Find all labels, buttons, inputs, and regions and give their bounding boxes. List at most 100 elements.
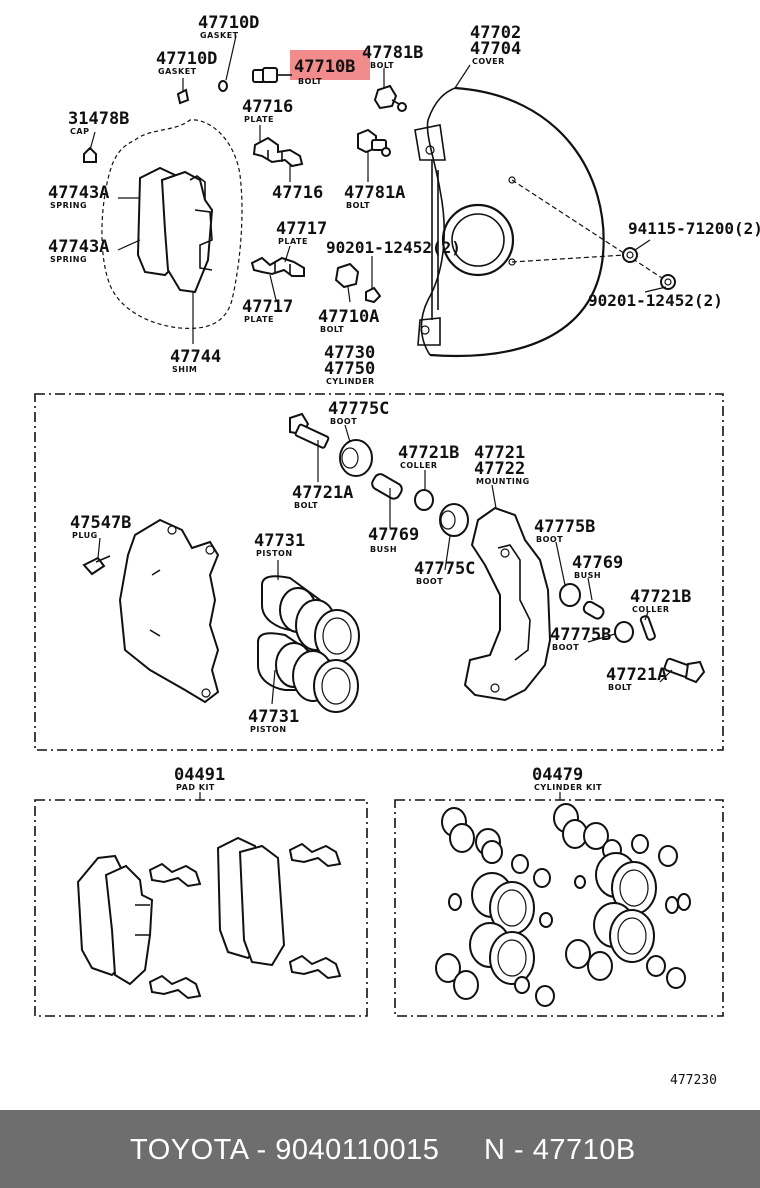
svg-text:47547B: 47547B — [70, 513, 131, 533]
label-47769-a: 47769 BUSH — [368, 525, 419, 554]
svg-text:47731: 47731 — [254, 531, 305, 551]
svg-text:47717: 47717 — [276, 219, 327, 239]
boot-47775c-b-part — [439, 503, 469, 537]
svg-text:47775C: 47775C — [328, 399, 389, 419]
svg-text:47775B: 47775B — [550, 625, 611, 645]
label-47781a: 47781A BOLT — [344, 183, 405, 210]
boot-47775c-a-part — [339, 439, 373, 477]
svg-text:47775B: 47775B — [534, 517, 595, 537]
svg-text:47722: 47722 — [474, 459, 525, 479]
svg-text:90201-12452(2): 90201-12452(2) — [326, 238, 461, 257]
label-47731-b: 47731 PISTON — [248, 707, 299, 734]
label-47775b-a: 47775B BOOT — [534, 517, 595, 544]
svg-text:BOLT: BOLT — [294, 501, 318, 510]
washer-90201-part — [622, 247, 638, 263]
svg-text:47781A: 47781A — [344, 183, 405, 203]
svg-text:PLATE: PLATE — [244, 115, 274, 124]
label-47730: 47730 47750 CYLINDER — [324, 343, 375, 386]
bolt-47781b-part — [373, 84, 407, 112]
svg-text:47710A: 47710A — [318, 307, 379, 327]
svg-text:94115-71200(2): 94115-71200(2) — [628, 219, 760, 238]
svg-text:47704: 47704 — [470, 39, 521, 59]
label-04491: 04491 PAD KIT — [174, 765, 225, 792]
svg-text:47731: 47731 — [248, 707, 299, 727]
dust-cover-part — [414, 86, 666, 357]
label-47716-b: 47716 — [272, 183, 323, 203]
bush-47769-b-part — [582, 600, 605, 620]
svg-text:BUSH: BUSH — [370, 545, 397, 554]
svg-text:SPRING: SPRING — [50, 201, 87, 210]
svg-text:CYLINDER: CYLINDER — [326, 377, 375, 386]
coller-47721b-b-part — [639, 615, 656, 641]
svg-text:CYLINDER KIT: CYLINDER KIT — [534, 783, 602, 792]
svg-text:BOLT: BOLT — [346, 201, 370, 210]
svg-text:47710B: 47710B — [294, 57, 355, 77]
svg-text:47769: 47769 — [368, 525, 419, 545]
figure-ref: 477230 — [670, 1073, 717, 1088]
caliper-body-part — [118, 518, 220, 704]
cap-31478b-part — [83, 146, 97, 163]
brake-pad-top — [136, 166, 214, 294]
label-47716-a: 47716 PLATE — [242, 97, 293, 124]
cylinder-kit-box — [394, 799, 724, 1017]
coller-47721b-a-part — [414, 489, 434, 511]
svg-text:47750: 47750 — [324, 359, 375, 379]
label-47721: 47721 47722 MOUNTING — [474, 443, 530, 486]
leader-lines-middle — [97, 424, 673, 705]
bolt-47781a-part — [357, 128, 391, 157]
leader-lines-top — [89, 35, 667, 344]
nut-94115-part — [660, 274, 676, 290]
svg-text:BOOT: BOOT — [416, 577, 443, 586]
svg-text:BOLT: BOLT — [608, 683, 632, 692]
caliper-assembly-box — [34, 393, 724, 751]
label-47717-a: 47717 PLATE — [276, 219, 327, 246]
piston-47731-a-part — [261, 575, 360, 663]
label-47710a: 47710A BOLT — [318, 307, 379, 334]
label-47717-b: 47717 PLATE — [242, 297, 293, 324]
svg-text:04479: 04479 — [532, 765, 583, 785]
svg-text:MOUNTING: MOUNTING — [476, 477, 530, 486]
gasket-47710d-top-part — [218, 80, 228, 92]
label-90201-b: 90201-12452(2) — [588, 291, 723, 310]
svg-text:SHIM: SHIM — [172, 365, 197, 374]
bolt-47721a-a-part — [289, 412, 330, 449]
label-47721b-b: 47721B COLLER — [630, 587, 691, 614]
svg-text:BOLT: BOLT — [320, 325, 344, 334]
label-47743a-b: 47743A SPRING — [48, 237, 109, 264]
svg-text:PLATE: PLATE — [278, 237, 308, 246]
svg-text:47744: 47744 — [170, 347, 221, 367]
label-47769-b: 47769 BUSH — [572, 553, 623, 580]
svg-text:PAD KIT: PAD KIT — [176, 783, 215, 792]
svg-text:47730: 47730 — [324, 343, 375, 363]
mounting-bracket-part — [463, 506, 552, 702]
svg-text:47721: 47721 — [474, 443, 525, 463]
bolt-47710a-part — [334, 262, 382, 304]
label-47721a-b: 47721A BOLT — [606, 665, 667, 692]
label-47743a-a: 47743A SPRING — [48, 183, 109, 210]
plate-47716-part — [252, 136, 304, 168]
svg-text:SPRING: SPRING — [50, 255, 87, 264]
svg-text:GASKET: GASKET — [200, 31, 239, 40]
svg-text:04491: 04491 — [174, 765, 225, 785]
svg-text:47716: 47716 — [272, 183, 323, 203]
svg-text:BOOT: BOOT — [552, 643, 579, 652]
svg-text:47710D: 47710D — [198, 13, 259, 33]
svg-text:47716: 47716 — [242, 97, 293, 117]
label-47775c-a: 47775C BOOT — [328, 399, 389, 426]
svg-text:PISTON: PISTON — [250, 725, 287, 734]
label-04479: 04479 CYLINDER KIT — [532, 765, 602, 792]
boot-47775b-a-part — [559, 583, 581, 607]
svg-text:CAP: CAP — [70, 127, 89, 136]
bolt-47721a-b-part — [663, 657, 706, 684]
label-47721b-a: 47721B COLLER — [398, 443, 459, 470]
cylinder-kit-contents — [435, 803, 691, 1007]
svg-text:COLLER: COLLER — [400, 461, 438, 470]
brake-caliper-exploded-diagram: 47710D GASKET 47710D GASKET 47710B BOLT … — [34, 13, 760, 1088]
svg-text:BOLT: BOLT — [370, 61, 394, 70]
svg-text:47743A: 47743A — [48, 183, 109, 203]
pad-kit-contents — [76, 836, 342, 1000]
label-47702: 47702 47704 COVER — [470, 23, 521, 66]
label-47710d-top: 47710D GASKET — [198, 13, 259, 40]
svg-text:BOOT: BOOT — [536, 535, 563, 544]
label-47781b: 47781B BOLT — [362, 43, 423, 70]
